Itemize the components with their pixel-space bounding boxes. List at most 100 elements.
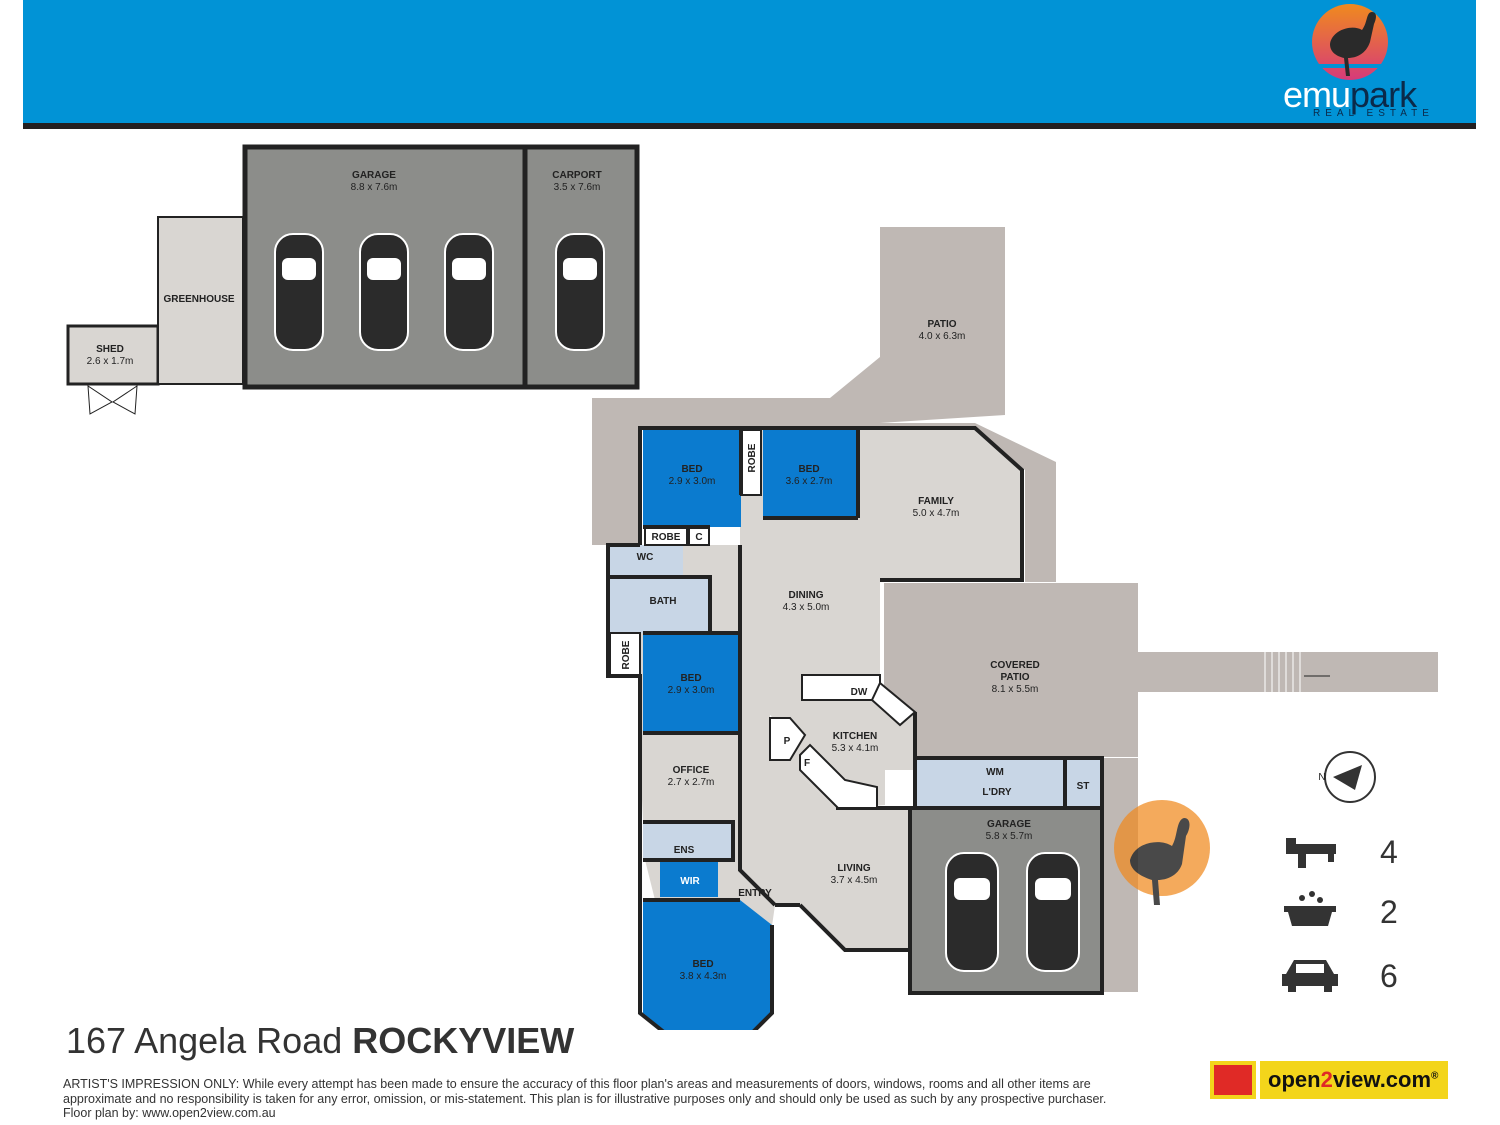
office-size: 2.7 x 2.7m [668,777,715,788]
bath-area [608,578,708,633]
side-walkway [1138,652,1438,692]
header-banner [23,0,1476,123]
greenhouse-name: GREENHOUSE [163,294,234,305]
robe2-label: ROBE [747,443,758,472]
patio-area [880,227,1005,423]
disclaimer-line-1: ARTIST'S IMPRESSION ONLY: While every at… [63,1077,1091,1091]
o2v-open: open [1268,1067,1321,1092]
dining-size: 4.3 x 5.0m [783,602,830,613]
ens-area [643,822,733,860]
robe3-label: ROBE [621,640,632,669]
shed-door [87,385,138,415]
garage-main-size: 5.8 x 5.7m [986,831,1033,842]
bath-count-row: 2 [1280,888,1430,938]
living-size: 3.7 x 4.5m [831,875,878,886]
steps [1264,652,1330,692]
disclaimer-line-3: Floor plan by: www.open2view.com.au [63,1106,276,1120]
bed1-area [643,430,741,527]
bed4-name: BED [692,959,713,970]
garage-detached-size: 8.8 x 7.6m [351,182,398,193]
patio-name: PATIO [927,319,956,330]
shed-name: SHED [96,344,124,355]
garage-main-name: GARAGE [987,819,1031,830]
bed2-name: BED [798,464,819,475]
wc-label: WC [637,552,654,563]
carport-name: CARPORT [552,170,601,181]
address-street: 167 Angela Road [66,1020,343,1061]
patio-size: 4.0 x 6.3m [919,331,966,342]
bed-count-row: 4 [1280,828,1430,878]
outdoor-deck [592,357,1138,992]
robe1-label: ROBE [652,532,681,543]
covered-patio-size: 8.1 x 5.5m [992,684,1039,695]
property-address: 167 Angela Road ROCKYVIEW [66,1020,574,1062]
kitchen-name: KITCHEN [833,731,877,742]
office-name: OFFICE [673,765,710,776]
compass-icon [1324,751,1376,803]
header-rule [23,123,1476,129]
bed3-area [643,633,740,733]
wir-label: WIR [680,876,700,887]
o2v-reg: ® [1431,1070,1439,1082]
bed-count: 4 [1380,834,1398,870]
bed3-name: BED [680,673,701,684]
greenhouse-area [157,216,244,385]
bed-icon [1286,838,1336,868]
car-count: 6 [1380,958,1398,994]
ldry-label: L'DRY [982,787,1012,798]
bed1-name: BED [681,464,702,475]
car-windows [282,258,1071,900]
logo-text-emu: emu [1283,74,1351,115]
bed2-area [763,430,858,518]
fridge-label: F [804,758,810,769]
bed3-size: 2.9 x 3.0m [668,685,715,696]
dining-name: DINING [789,590,824,601]
bath-count: 2 [1380,894,1398,930]
c-label: C [695,532,702,543]
family-name: FAMILY [918,496,954,507]
carport-size: 3.5 x 7.6m [554,182,601,193]
open2view-house-icon [1210,1061,1256,1099]
st-label: ST [1077,781,1090,792]
floor-plan: GARAGE 8.8 x 7.6m CARPORT 3.5 x 7.6m GRE… [66,144,1438,1030]
disclaimer: ARTIST'S IMPRESSION ONLY: While every at… [63,1077,1143,1121]
address-suburb: ROCKYVIEW [352,1020,575,1061]
covered-patio-name2: PATIO [1000,672,1029,683]
open2view-badge[interactable]: open2view.com® [1210,1061,1448,1099]
o2v-post: view.com [1332,1067,1432,1092]
o2v-two: 2 [1320,1067,1333,1092]
disclaimer-line-2: approximate and no responsibility is tak… [63,1091,1107,1106]
emu-logo-icon [1300,4,1400,80]
bed2-size: 3.6 x 2.7m [786,476,833,487]
ldry-area [915,758,1102,808]
bath-icon [1284,891,1336,926]
ens-label: ENS [674,845,695,856]
walls [606,426,1104,1030]
watermark-logo-icon [1114,800,1210,905]
shed-area [66,324,160,386]
shed-size: 2.6 x 1.7m [87,356,134,367]
bed4-area [643,900,772,1030]
pantry-label: P [784,736,791,747]
living-name: LIVING [837,863,871,874]
car-icon [1282,960,1338,992]
car-count-row: 6 [1280,952,1430,1002]
kitchen-bench [769,674,917,809]
bath-label: BATH [649,596,676,607]
entry-label: ENTRY [738,888,772,899]
bed4-size: 3.8 x 4.3m [680,971,727,982]
kitchen-size: 5.3 x 4.1m [832,743,879,754]
open2view-logo: open2view.com® [1260,1061,1448,1099]
logo-wordmark: emupark [1283,74,1417,116]
dw-label: DW [851,687,868,698]
logo-text-park: park [1350,74,1417,115]
covered-patio-area [884,583,1138,757]
garage-detached-name: GARAGE [352,170,396,181]
wm-label: WM [986,767,1004,778]
compass-n-label: N [1318,772,1325,783]
covered-patio-name1: COVERED [990,660,1039,671]
wc-area [608,545,683,575]
logo-subtext: REAL ESTATE [1313,108,1434,119]
bed1-size: 2.9 x 3.0m [669,476,716,487]
wir-area [660,862,718,897]
